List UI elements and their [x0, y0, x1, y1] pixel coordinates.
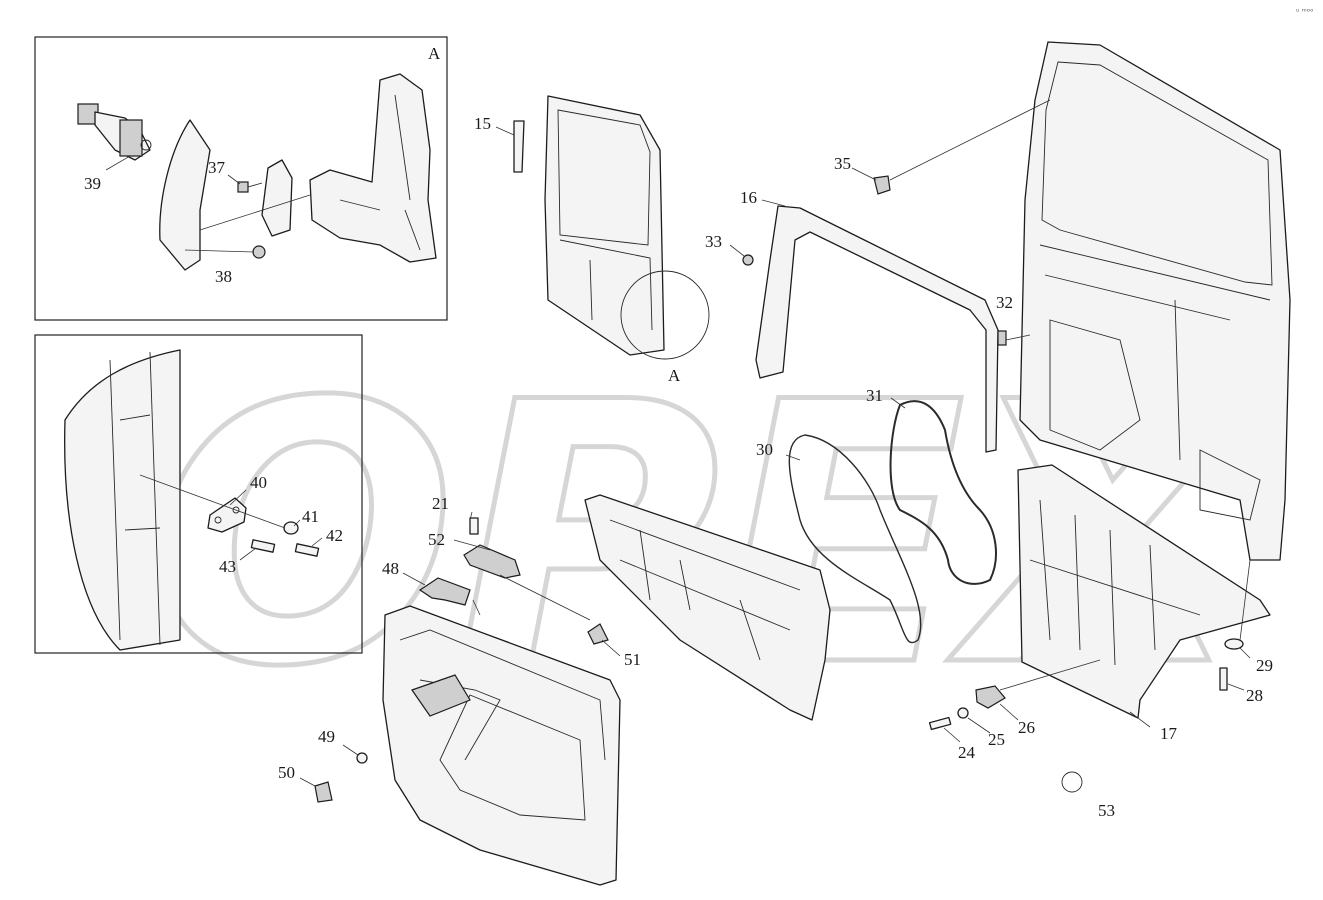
trim-clip-51: [587, 623, 609, 645]
window-frame-16: [755, 205, 999, 453]
screw-21: [469, 517, 479, 535]
callout-41: 41: [302, 507, 319, 526]
bolt-42: [294, 543, 320, 557]
hinge-bracket: [261, 159, 293, 237]
detail-view-a: A: [34, 36, 448, 321]
callout-30: 30: [756, 440, 773, 459]
section-a-circle: [620, 270, 710, 360]
nut-26: [975, 685, 1006, 709]
callout-32: 32: [996, 293, 1013, 312]
seal-31: [889, 400, 997, 585]
callout-43: 43: [219, 557, 236, 576]
handle-cover-48: [418, 577, 471, 606]
callout-48: 48: [382, 559, 399, 578]
plug-49: [356, 752, 368, 764]
section-mark: A: [668, 366, 681, 385]
door-trim-panel: [382, 605, 621, 886]
callout-50: 50: [278, 763, 295, 782]
door-pillar-sheet: [159, 119, 211, 271]
detail-view-b-frame: [34, 334, 363, 654]
callout-38: 38: [215, 267, 232, 286]
callout-24: 24: [958, 743, 976, 762]
callout-28: 28: [1246, 686, 1263, 705]
washer-25: [957, 707, 969, 719]
callout-31: 31: [866, 386, 883, 405]
callout-42: 42: [326, 526, 343, 545]
glass-run-seal-15: [513, 120, 525, 173]
striker-bracket-40: [207, 497, 247, 533]
bolt-24: [928, 716, 952, 731]
nut-38: [252, 245, 266, 259]
a-pillar-reinforcement: [309, 73, 437, 263]
door-check-strap: [77, 103, 152, 161]
callout-33: 33: [705, 232, 722, 251]
washer-29: [1224, 638, 1244, 650]
bolt-28: [1219, 667, 1228, 691]
plug-53: [1061, 771, 1083, 793]
callout-29: 29: [1256, 656, 1273, 675]
callout-labels: 15 16 17 21 24 25 26 28 29 30 31 32 33 3…: [84, 114, 1273, 820]
clip-32: [997, 330, 1007, 346]
handle-insert-52: [463, 544, 521, 579]
leader-lines: [105, 99, 1251, 787]
callout-40: 40: [250, 473, 267, 492]
callout-51: 51: [624, 650, 641, 669]
pillar-cutaway: [64, 349, 181, 651]
detail-view-b: [34, 334, 363, 654]
callout-17: 17: [1160, 724, 1178, 743]
callout-26: 26: [1018, 718, 1035, 737]
callout-37: 37: [208, 158, 226, 177]
trim-carrier: [584, 494, 831, 721]
callout-35: 35: [834, 154, 851, 173]
callout-21: 21: [432, 494, 449, 513]
bolt-43: [250, 539, 276, 553]
callout-39: 39: [84, 174, 101, 193]
screw-33: [742, 254, 754, 266]
callout-49: 49: [318, 727, 335, 746]
callout-52: 52: [428, 530, 445, 549]
door-outer-panel: A: [544, 95, 710, 385]
callout-15: 15: [474, 114, 491, 133]
inner-panel-17: [1017, 464, 1271, 719]
detail-view-a-label: A: [428, 44, 441, 63]
callout-53: 53: [1098, 801, 1115, 820]
callout-25: 25: [988, 730, 1005, 749]
hinge-bolt-37: [237, 181, 263, 193]
detail-view-a-frame: [34, 36, 448, 321]
clip-35: [873, 175, 891, 195]
water-shield-30: [788, 434, 922, 644]
corner-mark: ᵘ ᵐᵒᵒ: [1296, 7, 1313, 16]
pull-cup-50: [314, 781, 333, 803]
callout-16: 16: [740, 188, 757, 207]
